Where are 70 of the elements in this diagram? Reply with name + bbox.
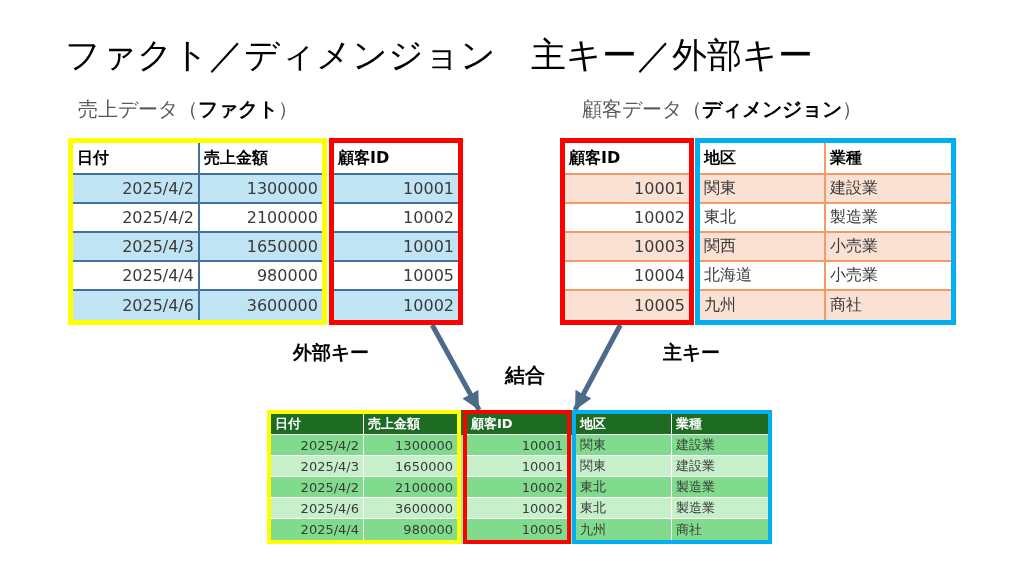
table-cell: 2025/4/2 [271,435,364,456]
page-title: ファクト／ディメンジョン 主キー／外部キー [65,34,813,77]
table-cell: 2025/4/6 [73,291,200,320]
table-cell: 10001 [565,175,689,204]
table-cell: 建設業 [672,435,768,456]
highlight-frame [560,138,694,325]
table-cell: 九州 [700,291,826,320]
table-title: 顧客データ（ディメンジョン） [582,96,862,123]
table-cell: 製造業 [672,477,768,498]
key-label: 外部キー [293,340,369,365]
highlight-frame [572,410,772,544]
table-cell: 10001 [467,435,567,456]
table-cell: 2025/4/3 [73,233,200,262]
join-label: 結合 [505,362,545,389]
table-cell: 2025/4/3 [271,456,364,477]
header-cell: 地区 [576,414,672,435]
header-cell: 日付 [271,414,364,435]
table-cell: 3600000 [200,291,322,320]
table-cell: 商社 [672,519,768,540]
table-cell: 2025/4/4 [73,262,200,291]
table-cell: 2025/4/2 [73,175,200,204]
table-cell: 2025/4/2 [73,204,200,233]
table-cell: 東北 [576,498,672,519]
table-cell: 東北 [700,204,826,233]
table-cell: 建設業 [672,456,768,477]
arrow [430,323,482,412]
table-cell: 2025/4/4 [271,519,364,540]
table-cell: 製造業 [672,498,768,519]
table-cell: 3600000 [364,498,457,519]
table-cell: 1300000 [200,175,322,204]
header-cell: 地区 [700,143,826,175]
table-cell: 建設業 [825,175,951,204]
table-cell: 関東 [700,175,826,204]
table-cell: 1650000 [200,233,322,262]
table-cell: 980000 [364,519,457,540]
table-cell: 10002 [334,291,458,320]
table-cell: 2100000 [364,477,457,498]
table-cell: 10003 [565,233,689,262]
table-cell: 10001 [467,456,567,477]
table-cell: 2025/4/6 [271,498,364,519]
table-cell: 関西 [700,233,826,262]
table-cell: 10002 [467,498,567,519]
header-cell: 売上金額 [364,414,457,435]
arrow [572,323,623,412]
highlight-frame [695,138,956,325]
table-cell: 関東 [576,456,672,477]
highlight-frame [68,138,327,325]
table-cell: 10005 [467,519,567,540]
table-cell: 10002 [467,477,567,498]
table-cell: 2025/4/2 [271,477,364,498]
table-cell: 10001 [334,175,458,204]
table-cell: 1300000 [364,435,457,456]
table-cell: 10001 [334,233,458,262]
header-cell: 日付 [73,143,200,175]
header-cell: 業種 [672,414,768,435]
table-title: 売上データ（ファクト） [78,96,298,123]
highlight-frame [267,410,461,544]
highlight-frame [463,410,571,544]
table-cell: 商社 [825,291,951,320]
table-cell: 小売業 [825,233,951,262]
table-cell: 九州 [576,519,672,540]
table-background [267,410,772,544]
table-cell: 1650000 [364,456,457,477]
header-cell: 顧客ID [467,414,567,435]
table-cell: 東北 [576,477,672,498]
highlight-frame [329,138,463,325]
table-cell: 10005 [565,291,689,320]
key-label: 主キー [663,340,720,365]
table-cell: 関東 [576,435,672,456]
table-cell: 北海道 [700,262,826,291]
